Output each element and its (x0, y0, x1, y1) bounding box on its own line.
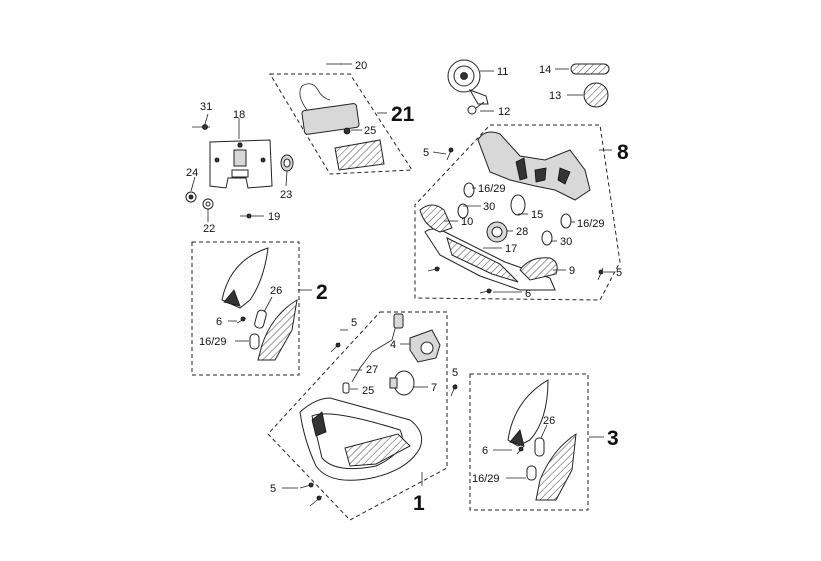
part-label-12: 12 (498, 106, 510, 118)
bulb-icon (343, 127, 351, 135)
grille-mesh (446, 237, 519, 283)
group-2-left-signal (191, 241, 312, 376)
bulb-icon (463, 182, 475, 198)
part-label-6: 6 (482, 445, 488, 457)
part-label-26: 26 (270, 285, 282, 297)
bulb-icon (510, 194, 526, 216)
right-signal-lens (519, 257, 558, 281)
part-label-6: 6 (525, 288, 531, 300)
bulb-icon (560, 213, 572, 229)
group-label-2: 2 (316, 281, 328, 304)
upper-housing (477, 131, 591, 201)
part-label-16-29: 16/29 (478, 183, 506, 195)
part-label-11: 11 (497, 66, 508, 78)
part-label-28: 28 (516, 226, 528, 238)
bulb-icon (457, 203, 469, 219)
group-label-21: 21 (391, 103, 415, 126)
part-label-16-29: 16/29 (577, 218, 605, 230)
part-label-5: 5 (423, 147, 429, 159)
bolt-icon (467, 105, 477, 115)
group-21-license-lamp (269, 63, 413, 175)
lamp-housing (301, 103, 360, 135)
part-label-23: 23 (280, 189, 292, 201)
plate-bracket (185, 113, 294, 222)
part-label-18: 18 (233, 109, 245, 121)
bulb-icon (541, 230, 553, 246)
signal-lens (535, 432, 577, 501)
part-label-10: 10 (461, 216, 473, 228)
part-label-16-29: 16/29 (199, 336, 227, 348)
part-label-22: 22 (203, 223, 215, 235)
part-label-9: 9 (569, 265, 575, 277)
bulb-icon (249, 333, 260, 350)
group-3-right-signal (469, 373, 604, 511)
part-label-20: 20 (355, 60, 367, 72)
part-label-25: 25 (362, 385, 374, 397)
headlight-wire (351, 317, 399, 383)
part-label-16-29: 16/29 (472, 473, 500, 485)
part-label-27: 27 (366, 364, 378, 376)
bulb-icon (254, 309, 267, 329)
part-label-24: 24 (186, 167, 198, 179)
headlight-lens (344, 433, 411, 467)
lamp-wire (299, 83, 331, 111)
group-label-3: 3 (607, 427, 619, 450)
bulb-icon (534, 437, 545, 457)
group-1-headlight (267, 311, 458, 521)
part-label-5: 5 (452, 367, 458, 379)
left-signal-lens (419, 204, 453, 233)
signal-lens (257, 299, 298, 361)
part-label-5: 5 (616, 267, 622, 279)
part-label-25: 25 (364, 125, 376, 137)
part-label-14: 14 (539, 64, 551, 76)
group-label-1: 1 (413, 492, 425, 515)
lamp-lens (334, 139, 385, 171)
part-label-13: 13 (549, 90, 561, 102)
part-label-31: 31 (200, 101, 212, 113)
part-label-15: 15 (531, 209, 543, 221)
group-label-8: 8 (617, 141, 629, 164)
group-8-turn-signal-panel (414, 124, 621, 301)
signal-housing (507, 379, 549, 447)
part-label-4: 4 (390, 339, 396, 351)
part-label-6: 6 (216, 316, 222, 328)
part-label-30: 30 (483, 201, 495, 213)
bulb-icon (526, 465, 537, 481)
horn-assembly (447, 59, 610, 115)
part-label-17: 17 (505, 243, 517, 255)
part-label-5: 5 (351, 317, 357, 329)
part-label-26: 26 (543, 415, 555, 427)
bulb-icon (342, 382, 350, 394)
mesh-disc-icon (583, 82, 609, 108)
part-label-19: 19 (268, 211, 280, 223)
mesh-strip-icon (570, 63, 610, 75)
bracket-slot (233, 149, 247, 167)
part-label-5: 5 (270, 483, 276, 495)
part-label-30: 30 (560, 236, 572, 248)
part-label-7: 7 (431, 382, 437, 394)
